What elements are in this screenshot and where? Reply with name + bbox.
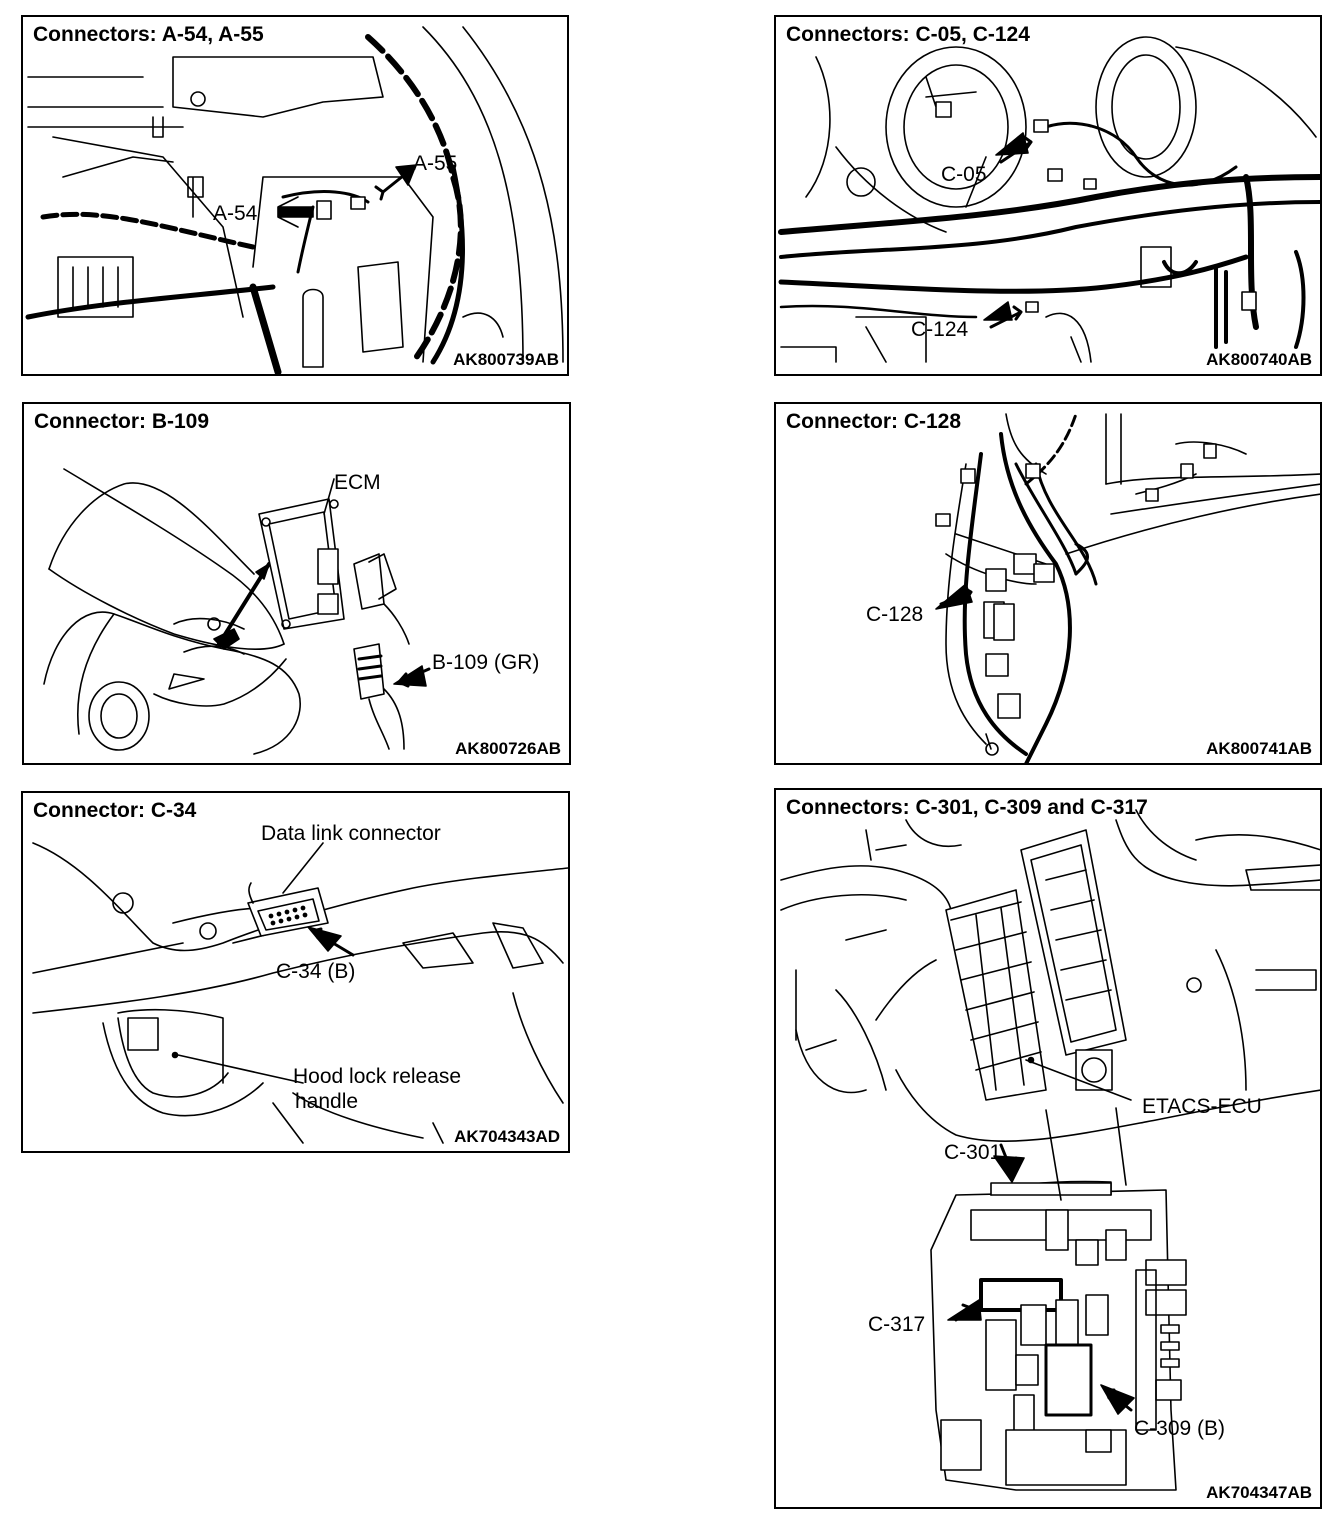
callout-c124: C-124 [911,318,969,341]
callout-c317: C-317 [868,1313,926,1336]
panel-title: Connectors: C-05, C-124 [786,23,1030,46]
panel-title: Connector: B-109 [34,410,210,433]
callout-hood-lock-release: Hood lock release [293,1065,462,1088]
callout-c128: C-128 [866,603,924,626]
panel-connector-c34: Connector: C-34 Data link connector C-34… [21,791,570,1153]
harness-illustration-a54-a55 [25,26,564,374]
harness-illustration-c128 [935,412,1320,763]
panel-title: Connector: C-34 [33,799,197,822]
figure-code: AK800741AB [1206,739,1312,758]
panel-connector-b109: Connector: B-109 ECM B-109 (GR) AK800726… [22,402,571,765]
callout-hood-lock-handle: handle [295,1090,359,1113]
callout-etacs-ecu: ETACS-ECU [1142,1095,1262,1118]
figure-code: AK800740AB [1206,350,1312,369]
panel-connectors-c05-c124: Connectors: C-05, C-124 C-05 C-124 AK800… [774,15,1322,376]
panel-connector-c128: Connector: C-128 C-128 AK800741AB [774,402,1322,765]
panel-title: Connectors: C-301, C-309 and C-317 [786,796,1148,819]
figure-code: AK800739AB [453,350,559,369]
figure-code: AK800726AB [455,739,561,758]
callout-b109: B-109 (GR) [432,651,540,674]
vehicle-ecm-illustration [43,468,431,755]
panel-title: Connector: C-128 [786,410,962,433]
dashboard-underside-illustration [32,842,568,1144]
callout-a55: A-55 [413,152,458,175]
callout-c34: C-34 (B) [276,960,356,983]
panel-title: Connectors: A-54, A-55 [33,23,264,46]
etacs-ecu-illustration [780,809,1320,1491]
callout-c05: C-05 [941,163,987,186]
callout-ecm: ECM [334,471,381,494]
panel-connectors-c301-c309-c317: Connectors: C-301, C-309 and C-317 ETACS… [774,788,1322,1509]
callout-data-link-connector: Data link connector [261,822,441,845]
callout-a54: A-54 [213,202,258,225]
callout-c301: C-301 [944,1141,1002,1164]
callout-c309: C-309 (B) [1134,1417,1226,1440]
harness-illustration-c05-c124 [778,36,1320,363]
figure-code: AK704347AB [1206,1483,1312,1502]
panel-connectors-a54-a55: Connectors: A-54, A-55 A-54 A-55 AK80073… [21,15,569,376]
figure-code: AK704343AD [454,1127,560,1146]
